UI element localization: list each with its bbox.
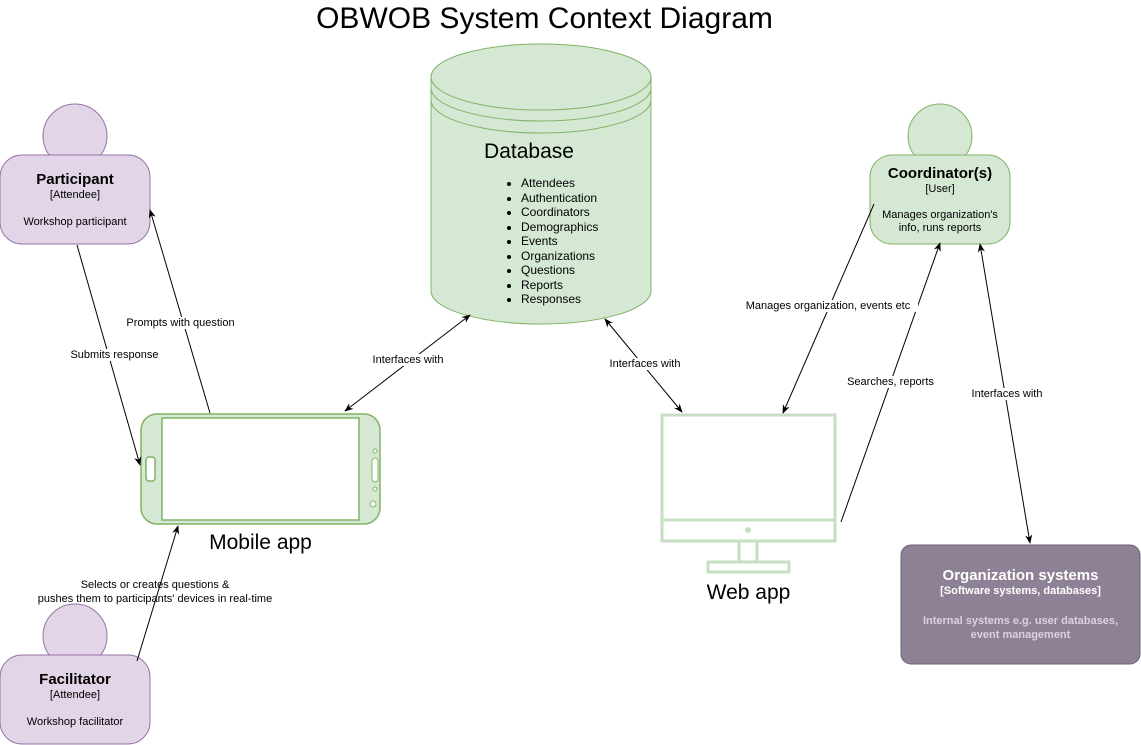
database-cylinder[interactable] xyxy=(430,43,652,325)
participant-description: Workshop participant xyxy=(23,216,127,228)
web-app-monitor-shape[interactable] xyxy=(660,413,837,574)
mobile-app-label: Mobile app xyxy=(209,531,312,554)
coordinator-description-line1: Manages organization's xyxy=(882,209,998,221)
edge-mobile-to-participant[interactable] xyxy=(148,209,211,414)
database-item: Responses xyxy=(521,292,598,307)
database-item: Attendees xyxy=(521,176,598,191)
edge-label-prompts: Prompts with question xyxy=(113,317,248,329)
org-systems-type: [Software systems, databases] xyxy=(940,585,1101,597)
edge-facilitator-to-mobile[interactable] xyxy=(136,525,180,662)
mobile-phone-shape[interactable] xyxy=(140,413,381,525)
facilitator-name: Facilitator xyxy=(39,671,111,688)
participant-name: Participant xyxy=(36,171,114,188)
org-systems-box[interactable] xyxy=(900,544,1141,665)
edge-label-org-interfaces: Interfaces with xyxy=(963,388,1051,400)
facilitator-person-shape[interactable] xyxy=(0,603,151,745)
edge-label-submits: Submits response xyxy=(62,349,167,361)
org-systems-description: Internal systems e.g. user databases, ev… xyxy=(922,615,1119,641)
edge-label-web-db: Interfaces with xyxy=(601,358,689,370)
web-app-label: Web app xyxy=(706,581,791,604)
org-systems-name: Organization systems xyxy=(942,567,1099,584)
edge-label-mobile-db: Interfaces with xyxy=(364,354,452,366)
coordinator-description-line2: info, runs reports xyxy=(898,222,982,234)
facilitator-role: [Attendee] xyxy=(49,689,101,701)
database-item: Coordinators xyxy=(521,205,598,220)
facilitator-body xyxy=(0,654,151,745)
edge-label-facilitator-line1: Selects or creates questions & xyxy=(80,579,230,591)
database-label: Database xyxy=(484,140,574,163)
facilitator-description: Workshop facilitator xyxy=(26,716,124,728)
participant-role: [Attendee] xyxy=(49,189,101,201)
coordinator-name: Coordinator(s) xyxy=(887,165,993,182)
database-item: Authentication xyxy=(521,191,598,206)
database-item: Demographics xyxy=(521,220,598,235)
database-item: Reports xyxy=(521,278,598,293)
diagram-title: OBWOB System Context Diagram xyxy=(316,2,773,35)
database-item: Events xyxy=(521,234,598,249)
database-table-list: Attendees Authentication Coordinators De… xyxy=(505,176,598,307)
database-item: Questions xyxy=(521,263,598,278)
edge-label-facilitator-line2: pushes them to participants' devices in … xyxy=(37,593,273,605)
participant-body xyxy=(0,154,151,245)
database-item: Organizations xyxy=(521,249,598,264)
participant-person-shape[interactable] xyxy=(0,103,151,245)
edge-label-searches: Searches, reports xyxy=(838,376,943,388)
coordinator-role: [User] xyxy=(925,183,955,195)
coordinator-person-shape[interactable] xyxy=(869,103,1011,245)
edge-label-manages: Manages organization, events etc xyxy=(738,300,918,312)
